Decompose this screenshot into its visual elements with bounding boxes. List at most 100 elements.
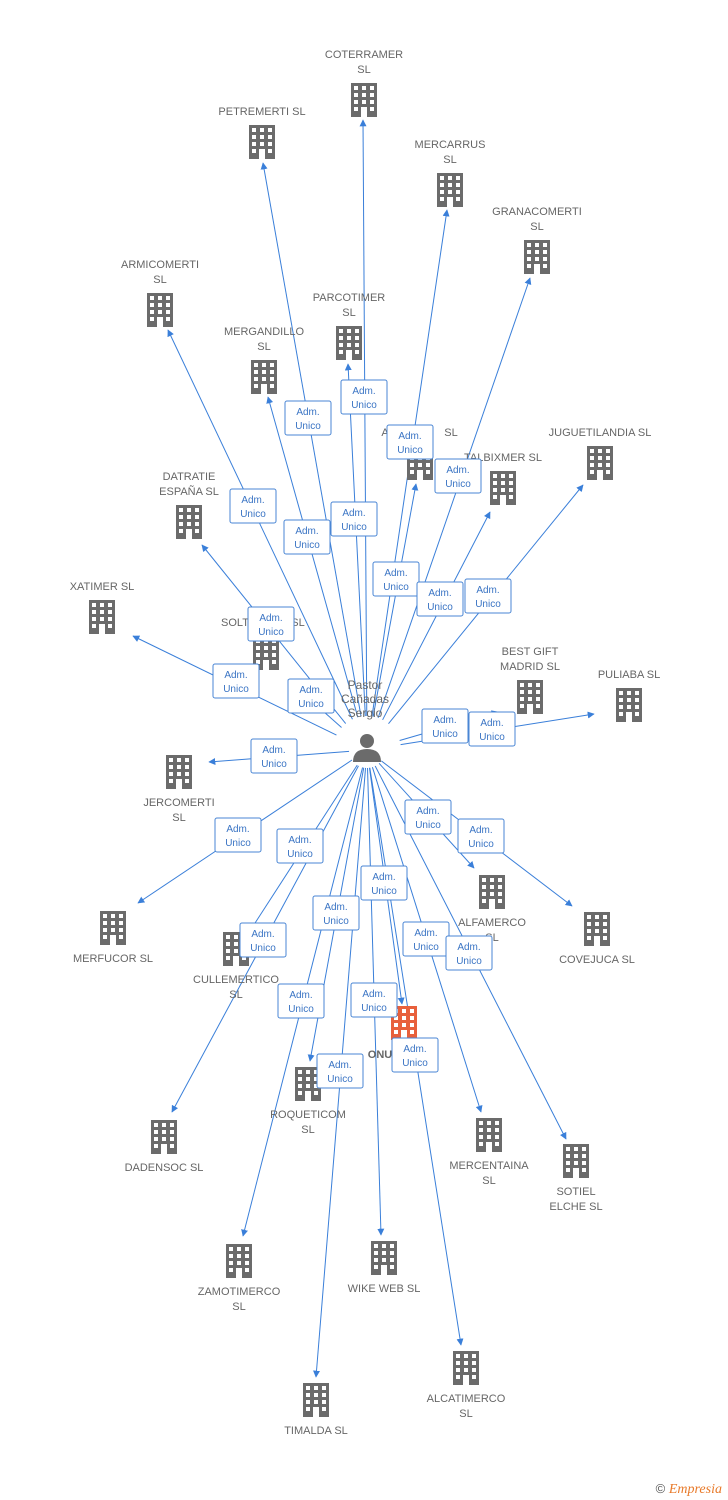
company-name-line: SL: [257, 341, 270, 353]
company-name-line: XATIMER SL: [70, 581, 135, 593]
edge-label-adm-unico: Adm. Unico: [229, 488, 277, 524]
edge-label-adm-unico: Adm.Unico: [360, 865, 408, 901]
edge-label-line-2: Unico: [351, 400, 377, 411]
company-name-line: MERGANDILLO: [224, 326, 305, 338]
edge-label-line-2: Unico: [287, 849, 313, 860]
edge-parcotimer: [344, 363, 366, 717]
edge-label-line-1: Adm.: [226, 824, 249, 835]
edge-label-line-1: Adm.: [328, 1060, 351, 1071]
building-icon: [371, 1241, 397, 1275]
building-icon: [524, 240, 550, 274]
building-icon: [147, 293, 173, 327]
edge-label-line-1: Adm.: [299, 685, 322, 696]
company-node-puliaba[interactable]: PULIABA SL: [598, 669, 660, 722]
company-name-line: PETREMERTI SL: [218, 106, 305, 118]
company-node-petremerti[interactable]: PETREMERTI SL: [218, 106, 306, 159]
company-node-jercomerti[interactable]: JERCOMERTI SL: [143, 755, 215, 824]
edge-label-line-1: Adm.: [372, 872, 395, 883]
edge-label-line-2: Unico: [258, 627, 284, 638]
company-node-wike-web[interactable]: WIKE WEB SL: [348, 1241, 421, 1295]
edge-label-line-1: Adm.: [428, 588, 451, 599]
company-node-juguetilandia[interactable]: JUGUETILANDIA SL: [549, 427, 652, 480]
edge-label-adm-unico: Adm. Unico: [416, 581, 464, 617]
building-icon: [437, 173, 463, 207]
edge-label-adm-unico: Adm. Unico: [330, 501, 378, 537]
company-name-line: PARCOTIMER: [313, 292, 386, 304]
edge-label-line-2: Unico: [341, 522, 367, 533]
edge-label-line-2: Unico: [240, 509, 266, 520]
company-name-line: ARMICOMERTI: [121, 259, 199, 271]
company-node-mergandillo[interactable]: MERGANDILLO SL: [224, 326, 305, 394]
building-icon: [336, 326, 362, 360]
company-node-best-gift[interactable]: BEST GIFT MADRID SL: [500, 646, 560, 714]
edge-label-adm-unico: Adm. Unico: [287, 678, 335, 714]
building-icon: [166, 755, 192, 789]
company-node-alfamerco[interactable]: ALFAMERCOSL: [458, 875, 526, 944]
edge-labels-layer: Adm.UnicoAdm.UnicoAdm.UnicoAdm.UnicoAdm.…: [212, 379, 516, 1089]
edge-label-adm-unico: Adm.Unico: [312, 895, 360, 931]
edge-label-adm-unico: Adm.Unico: [421, 708, 469, 744]
building-icon: [616, 688, 642, 722]
company-node-covejuca[interactable]: COVEJUCA SL: [559, 912, 635, 966]
company-name-line: ESPAÑA SL: [159, 485, 219, 498]
edge-label-adm-unico: Adm.Unico: [277, 983, 325, 1019]
company-name-line: BEST GIFT: [502, 646, 559, 658]
building-icon: [517, 680, 543, 714]
building-icon: [490, 471, 516, 505]
edge-label-line-1: Adm.: [259, 613, 282, 624]
building-icon: [479, 875, 505, 909]
edge-label-line-2: Unico: [323, 916, 349, 927]
edge-label-line-1: Adm.: [469, 825, 492, 836]
edges-layer: [132, 119, 595, 1378]
edge-label-line-2: Unico: [298, 699, 324, 710]
edge-label-line-1: Adm.: [296, 407, 319, 418]
company-node-merfucor[interactable]: MERFUCOR SL: [73, 911, 153, 965]
edge-label-line-2: Unico: [432, 729, 458, 740]
center-name-line-3: Sergio: [348, 706, 383, 720]
company-node-dadensoc[interactable]: DADENSOC SL: [125, 1120, 204, 1174]
company-name-line: SL: [459, 1408, 472, 1420]
company-name-line: SL: [172, 812, 185, 824]
company-node-xatimer[interactable]: XATIMER SL: [70, 581, 135, 634]
company-name-line: MADRID SL: [500, 661, 560, 673]
company-name-line: ALCATIMERCO: [427, 1393, 506, 1405]
edge-label-adm-unico: Adm.Unico: [372, 561, 420, 597]
edge-label-line-2: Unico: [413, 942, 439, 953]
edge-label-adm-unico: Adm.Unico: [212, 663, 260, 699]
edge-label-line-2: Unico: [295, 421, 321, 432]
company-node-talbixmer[interactable]: TALBIXMER SL: [464, 452, 542, 505]
building-icon: [100, 911, 126, 945]
edge-label-line-1: Adm.: [403, 1044, 426, 1055]
edge-label-line-2: Unico: [261, 759, 287, 770]
company-name-line: ROQUETICOM: [270, 1109, 346, 1121]
edge-label-line-2: Unico: [223, 684, 249, 695]
edge-label-line-2: Unico: [445, 479, 471, 490]
edge-label-line-1: Adm.: [362, 989, 385, 1000]
edge-label-adm-unico: Adm.Unico: [445, 935, 493, 971]
edge-label-line-1: Adm.: [241, 495, 264, 506]
edge-label-line-2: Unico: [250, 943, 276, 954]
company-node-alcatimerco[interactable]: ALCATIMERCO SL: [427, 1351, 506, 1420]
edge-label-adm-unico: Adm.Unico: [464, 578, 512, 614]
edge-label-line-2: Unico: [427, 602, 453, 613]
edge-label-line-1: Adm.: [288, 835, 311, 846]
building-icon: [563, 1144, 589, 1178]
edge-label-line-2: Unico: [294, 540, 320, 551]
edge-label-line-2: Unico: [415, 820, 441, 831]
company-name-line: JERCOMERTI: [143, 797, 214, 809]
company-node-timalda[interactable]: TIMALDA SL: [284, 1383, 348, 1437]
center-person-node[interactable]: Pastor Cañadas Sergio: [341, 678, 389, 762]
edge-label-line-1: Adm.: [342, 508, 365, 519]
